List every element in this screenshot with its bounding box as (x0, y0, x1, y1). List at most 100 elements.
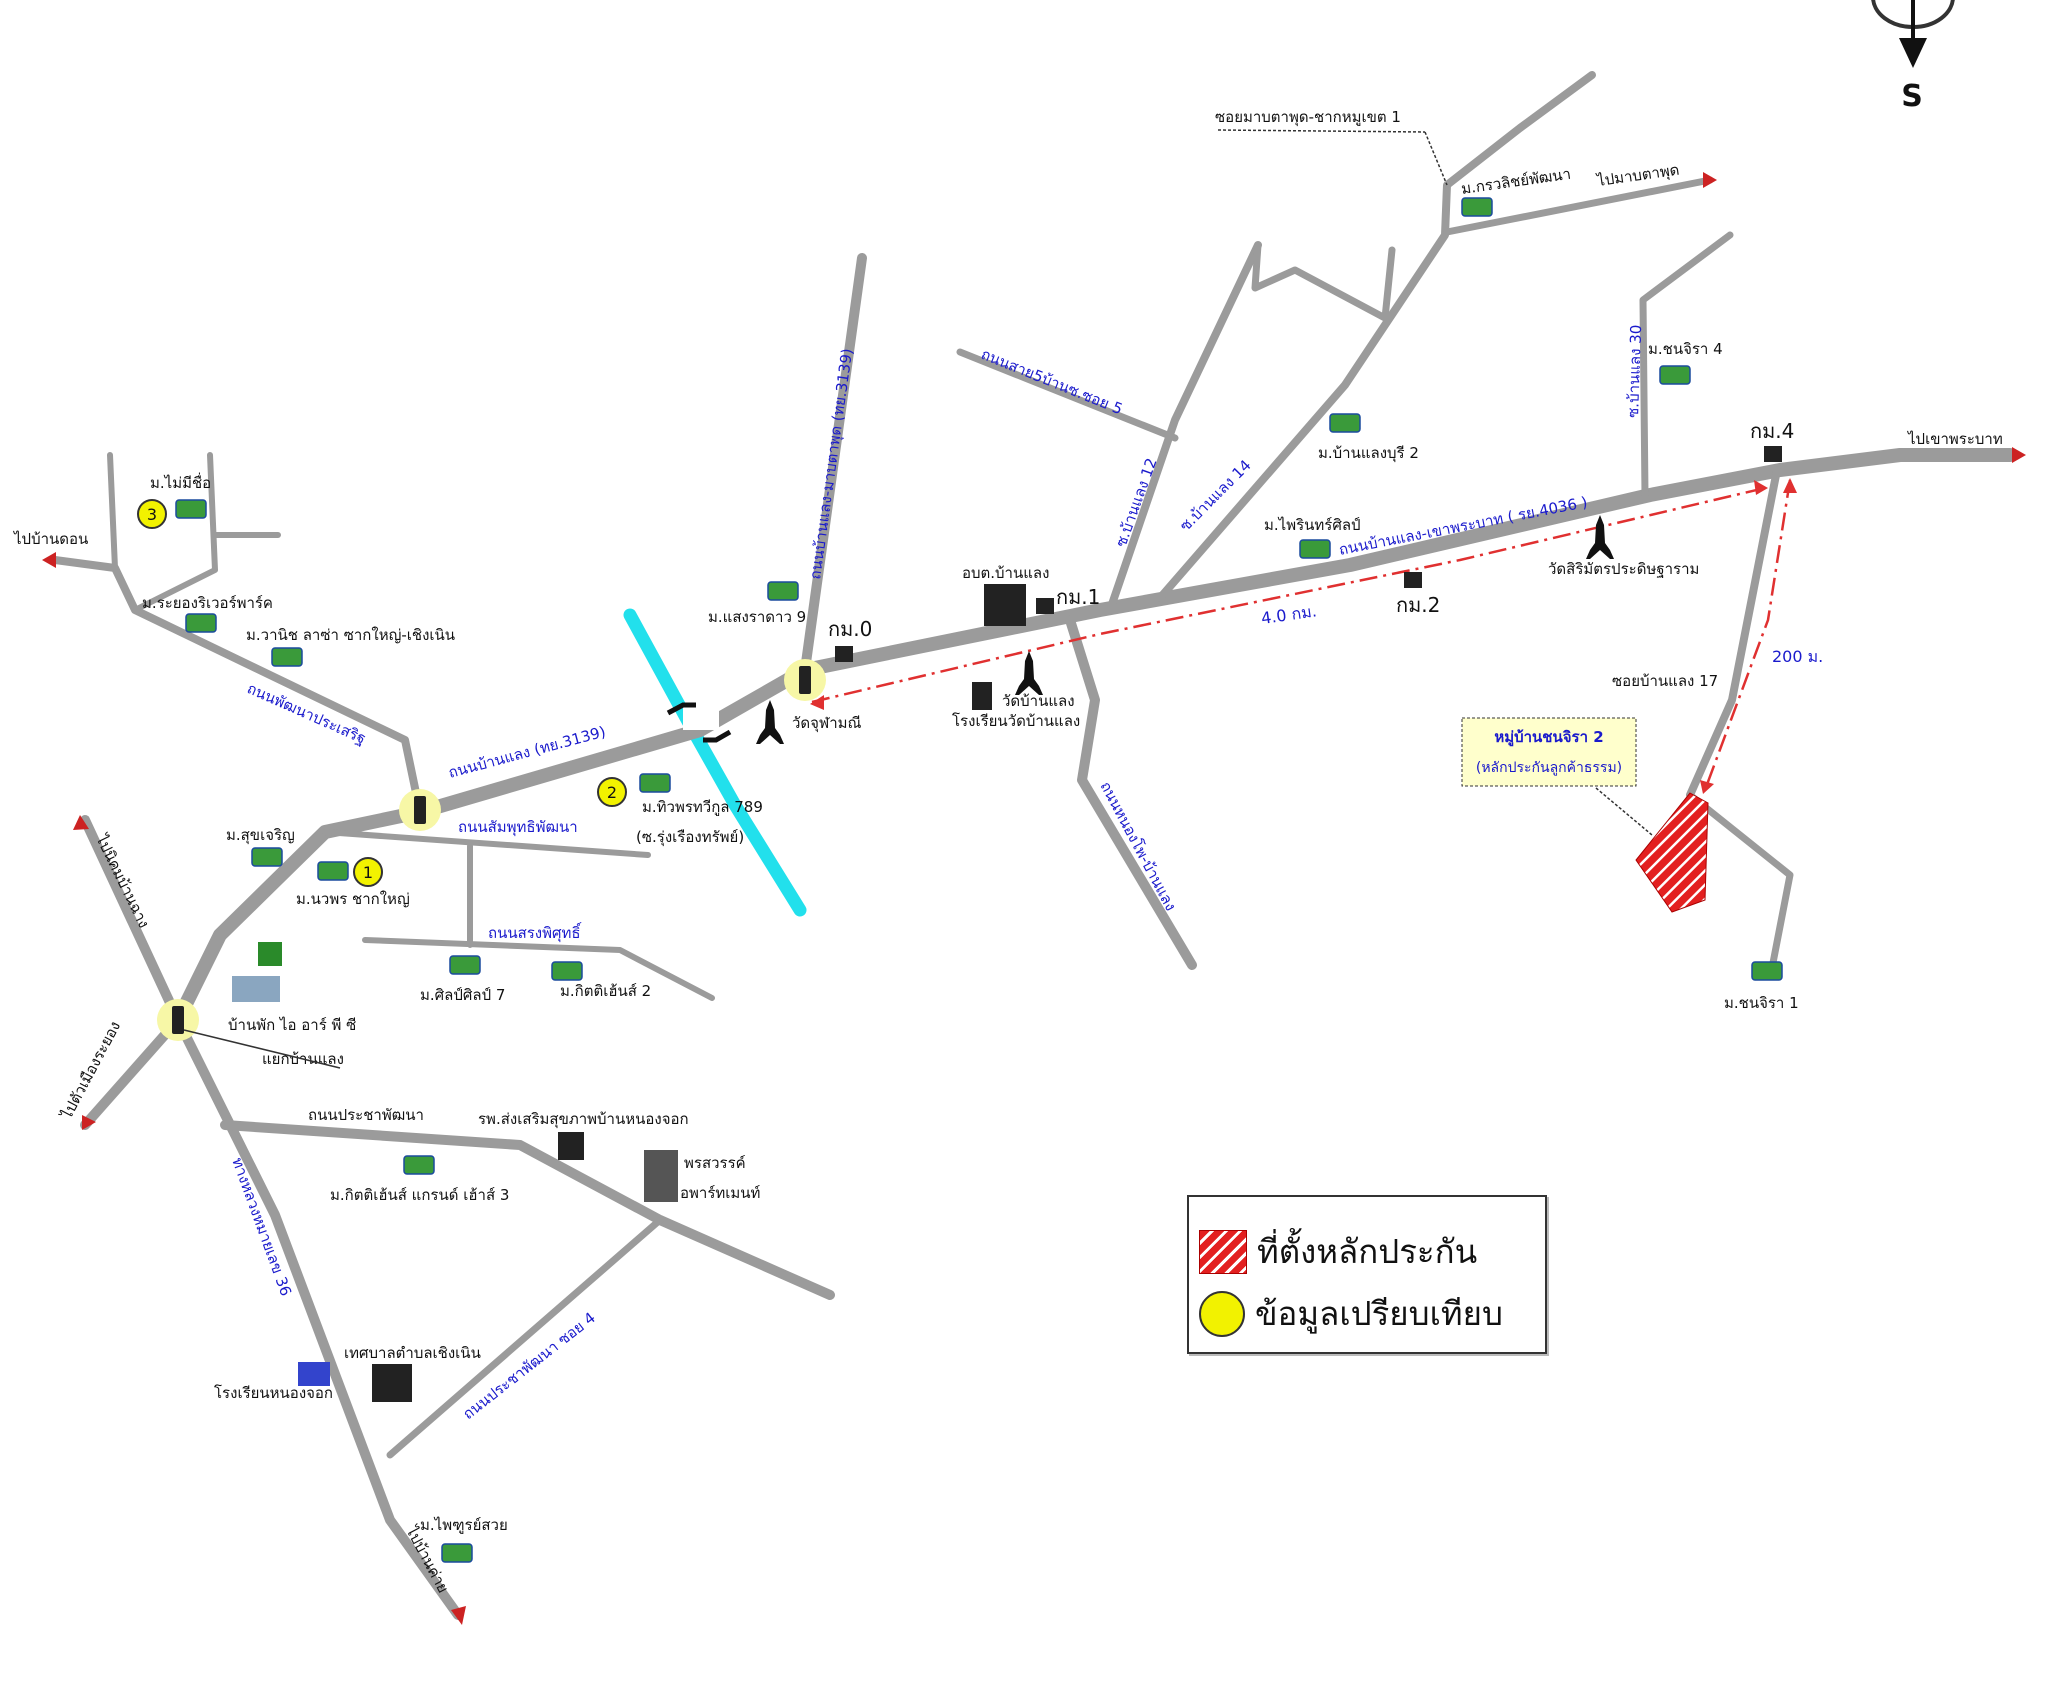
compass-arrow-icon (1899, 38, 1927, 68)
village-icon (551, 961, 583, 981)
road-label-maptaphut1: ซอยมาบตาพุด-ชากหมูเขต 1 (1215, 108, 1401, 127)
road-label-north-3139: ถนนบ้านแลง-มาบตาพุด (ทย.3139) (806, 347, 857, 580)
village-icon (317, 861, 349, 881)
legend-comparable: ข้อมูลเปรียบเทียบ (1199, 1287, 1503, 1340)
school-icon (972, 682, 992, 710)
arrow-nw-icon (73, 815, 89, 830)
village-icon (271, 647, 303, 667)
road-network (51, 71, 2017, 1620)
collateral-plot (1635, 792, 1709, 913)
river (623, 608, 807, 917)
place-obt: อบต.บ้านแลง (962, 564, 1049, 582)
subject-leader-line (1595, 787, 1653, 836)
arrow-east-icon (2012, 447, 2026, 463)
route-main (811, 486, 1766, 704)
comparable-number: 1 (363, 863, 373, 882)
road-label-soi14: ซ.บ้านแลง 14 (1176, 456, 1255, 535)
road-label-sawang: ถนนสาย5บ้านซ.ซอย 5 (979, 345, 1126, 418)
legend-collateral-label: ที่ตั้งหลักประกัน (1257, 1232, 1478, 1271)
route-arrow-icon (1783, 478, 1797, 493)
place-school: โรงเรียนวัดบ้านแลง (952, 712, 1080, 730)
village-icon (175, 499, 207, 519)
road-label-tl36: ทางหลวงหมายเลข 36 (228, 1155, 295, 1298)
leader-line (183, 1029, 341, 1069)
comparable-label: ม.ทิวพรทวีกูล 789 (642, 798, 763, 816)
obt-building-icon (984, 584, 1026, 626)
collateral-swatch-icon (1199, 1229, 1247, 1274)
road-label-soi30: ซ.บ้านแลง 30 (1624, 324, 1645, 418)
village-icon (1659, 365, 1691, 385)
comparables: 1 ม.นวพร ชากใหญ่ 2 ม.ทิวพรทวีกูล 789 3 ม… (137, 472, 763, 908)
road-label-main-3139: ถนนบ้านแลง (ทย.3139) (446, 723, 607, 782)
village-icon (639, 773, 671, 793)
road-soi17 (1686, 466, 1781, 799)
road-label-pracha4: ถนนประชาพัฒนา ซอย 4 (459, 1309, 599, 1424)
village-icon (1329, 413, 1361, 433)
road-north-3139 (800, 253, 867, 675)
temple-icon (1586, 515, 1614, 559)
school2-icon (298, 1362, 330, 1386)
road-pracha1 (220, 1120, 835, 1300)
place-vanich: ม.วานิช ลาซ่า ซากใหญ่-เชิงเนิน (246, 626, 455, 644)
subject-sublabel: (หลักประกันลูกค้าธรรม) (1476, 760, 1622, 776)
km-1-label: กม.1 (1056, 585, 1100, 609)
subject-label-box (1461, 717, 1637, 787)
road-label-main-4036: ถนนบ้านแลง-เขาพระบาท ( รย.4036 ) (1337, 493, 1589, 559)
road-sampanthu (322, 829, 651, 858)
place-sewen: ม.แสงราดาว 9 (708, 608, 806, 626)
place-sillapin7: ม.ศิลป์ศิลป์ 7 (420, 986, 505, 1004)
place-wat-rat: วัดสิริมัตรประดิษฐาราม (1548, 560, 1699, 578)
arrow-s-icon (451, 1606, 466, 1625)
village-icon (1751, 961, 1783, 981)
direction-southwest: ไปตัวเมืองระยอง (57, 1018, 124, 1123)
place-tiwphon-sub: (ซ.รุ่งเรืองทรัพย์) (636, 828, 744, 847)
village-icon (767, 581, 799, 601)
place-kritaphon: ม.กรวลิชย์พัฒนา (1460, 165, 1572, 198)
comparable-number: 2 (607, 783, 617, 802)
route-arrow-icon (810, 695, 824, 710)
road-kritaphon (1443, 176, 1714, 236)
leader-line (1217, 129, 1426, 133)
road-pracha4 (386, 1216, 664, 1459)
seven-eleven-icon (258, 942, 282, 966)
place-rps: รพ.ส่งเสริมสุขภาพบ้านหนองจอก (478, 1110, 689, 1129)
road-north-branch (1251, 241, 1396, 322)
compass: S (1871, 0, 1955, 114)
road-label-sampanthu: ถนนสัมพุทธิพัฒนา (458, 818, 578, 837)
temple-icon (1015, 651, 1043, 695)
comparable-marker (137, 499, 167, 529)
legend-comparable-label: ข้อมูลเปรียบเทียบ (1255, 1294, 1503, 1333)
comparable-swatch-icon (1199, 1290, 1245, 1337)
place-sukcharoen: ม.สุขเจริญ (226, 826, 295, 845)
route-indicator (810, 478, 1797, 794)
road-soi30 (1639, 231, 1734, 499)
direction-east: ไปเขาพระบาท (1907, 430, 2003, 448)
irpc-house-icon (232, 976, 280, 1002)
km-4-label: กม.4 (1750, 419, 1794, 443)
village-icon (185, 613, 217, 633)
traffic-light-icon (799, 666, 811, 694)
comparable-label: ม.ไม่มีชื่อ (150, 472, 211, 492)
comparable-marker (597, 777, 627, 807)
road-sawang (956, 348, 1179, 442)
direction-west: ไปบ้านดอน (13, 530, 88, 548)
legend-collateral: ที่ตั้งหลักประกัน (1199, 1225, 1477, 1278)
subject-label: หมู่บ้านชนจิรา 2 (1494, 728, 1603, 747)
place-kitti2: ม.กิตติเฮ้นส์ 2 (560, 982, 651, 1000)
road-nongpho (1065, 615, 1197, 970)
route-soi (1703, 479, 1792, 791)
place-watbanlaeng: วัดบ้านแลง (1002, 692, 1075, 710)
legend: ที่ตั้งหลักประกัน ข้อมูลเปรียบเทียบ (1187, 1195, 1547, 1354)
place-kitti-grand: ม.กิตติเฮ้นส์ แกรนด์ เฮ้าส์ 3 (330, 1186, 509, 1204)
km-markers: กม.0 กม.1 กม.2 กม.4 (828, 419, 1794, 662)
road-nw-branch (107, 452, 281, 613)
village-icon (1299, 539, 1331, 559)
road-label-pracha1: ถนนประชาพัฒนา (308, 1106, 424, 1124)
km-2-label: กม.2 (1396, 593, 1440, 617)
road-nw-diagonal (80, 815, 463, 1620)
place-bankphak: บ้านพัก ไอ อาร์ พี ซี (228, 1016, 356, 1034)
place-banlaengburi2: ม.บ้านแลงบุรี 2 (1318, 444, 1419, 463)
km-marker-icon (1764, 446, 1782, 462)
bridge-icon (666, 702, 732, 743)
